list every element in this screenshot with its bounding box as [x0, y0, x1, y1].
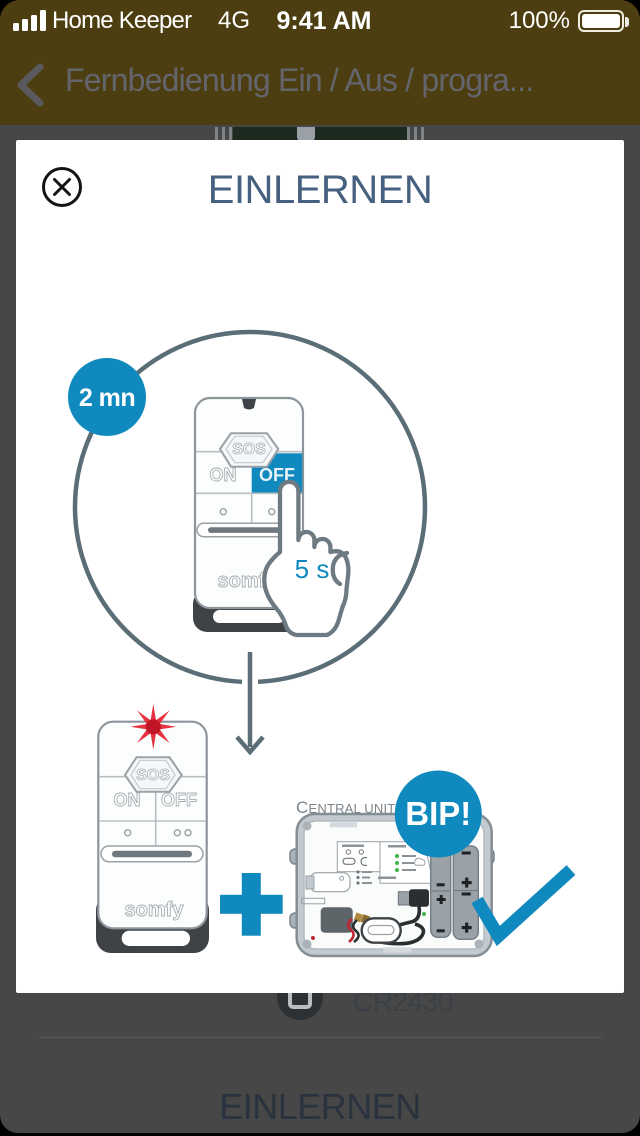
somfy-logo: somfy — [125, 899, 185, 921]
timer-badge-label: 2 mn — [79, 384, 135, 412]
nav-bar: Fernbedienung Ein / Aus / progra... — [0, 42, 640, 125]
beep-badge-label: BIP! — [405, 795, 471, 832]
sos-label: SOS — [136, 767, 170, 784]
status-bar: Home Keeper 4G 9:41 AM 100% — [0, 0, 640, 42]
network-type-label: 4G — [218, 7, 251, 34]
battery-bays — [430, 845, 479, 941]
header: Home Keeper 4G 9:41 AM 100% Fernbedienun… — [0, 0, 640, 125]
einlernen-dialog: EINLERNEN SOS ON OFF — [16, 140, 624, 993]
sos-label: SOS — [232, 441, 266, 458]
battery-icon — [578, 10, 629, 32]
led-flash-icon — [130, 703, 177, 750]
central-unit-label: CENTRAL UNIT — [296, 798, 396, 817]
checkmark-icon — [471, 865, 576, 947]
pressing-hand-icon — [262, 479, 351, 638]
cell-signal-icon — [13, 9, 55, 32]
off-label: OFF — [161, 790, 197, 810]
battery-percent-label: 100% — [508, 7, 570, 34]
learn-button-label: EINLERNEN — [219, 1086, 421, 1127]
plus-icon — [220, 873, 283, 936]
carrier-label: Home Keeper — [52, 7, 192, 34]
page-title: Fernbedienung Ein / Aus / progra... — [65, 62, 534, 98]
off-label: OFF — [259, 465, 295, 485]
divider — [38, 1037, 602, 1038]
on-label: ON — [114, 790, 141, 810]
dimmed-page-fragment — [0, 125, 640, 141]
dialog-title: EINLERNEN — [207, 168, 433, 212]
remote-illustration-bottom: SOS ON OFF somfy — [96, 703, 209, 953]
close-x-icon — [53, 178, 71, 196]
back-chevron-icon[interactable] — [13, 63, 47, 107]
down-arrow-icon — [235, 735, 265, 756]
on-label: ON — [210, 465, 237, 485]
clock-label: 9:41 AM — [276, 7, 372, 35]
close-button[interactable] — [42, 167, 82, 207]
hold-duration-label: 5 s — [295, 554, 330, 584]
beep-badge: BIP! — [394, 770, 482, 858]
timer-badge: 2 mn — [68, 358, 146, 436]
instruction-illustration: SOS ON OFF somfy 2 mn 5 s — [68, 329, 576, 958]
